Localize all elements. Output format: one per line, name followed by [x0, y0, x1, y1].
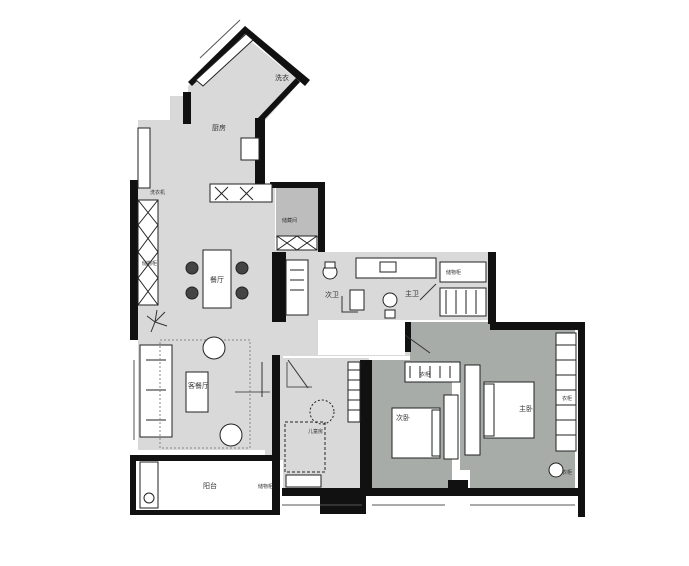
room-label-dining: 餐厅 [210, 275, 224, 284]
balcony-fixtures [139, 461, 159, 509]
second-bedroom-furniture [391, 361, 461, 460]
storage-room-shelf [276, 235, 318, 251]
label-cabinet-1: 储物柜 [142, 260, 157, 267]
label-washer: 洗衣机 [150, 189, 165, 196]
label-closet: 衣柜 [562, 469, 572, 476]
room-label-kitchen: 厨房 [212, 123, 226, 132]
kitchen-counter [137, 33, 273, 203]
room-label-balcony: 阳台 [203, 481, 217, 490]
living-furniture [139, 336, 270, 449]
plant-icon [146, 309, 168, 333]
label-cabinet-2: 储物柜 [446, 269, 461, 276]
label-cabinet-3: 储物柜 [258, 483, 273, 490]
room-label-living: 客餐厅 [188, 381, 209, 390]
second-bath-fixtures [285, 259, 365, 316]
floor-balcony [138, 460, 278, 512]
study-fixtures [284, 361, 361, 488]
floor-storage [276, 186, 318, 238]
master-bath-fixtures [355, 257, 487, 319]
room-label-master-bedroom: 主卧 [519, 404, 533, 413]
room-label-study: 儿童房 [308, 428, 323, 435]
room-label-master-bath: 主卫 [405, 289, 419, 298]
room-label-laundry: 洗衣 [275, 73, 289, 82]
windows [133, 19, 575, 506]
master-bedroom-furniture [464, 332, 577, 478]
room-label-second-bedroom: 次卧 [396, 413, 410, 422]
label-wardrobe-1: 衣柜 [420, 371, 430, 378]
walls [130, 26, 585, 517]
storage-cabinet-west [137, 199, 159, 306]
door-swings [261, 283, 437, 397]
room-label-storage: 储藏间 [282, 217, 297, 224]
dining-set [185, 249, 249, 309]
label-wardrobe-2: 衣柜 [562, 395, 572, 402]
room-label-second-bath: 次卫 [325, 290, 339, 299]
